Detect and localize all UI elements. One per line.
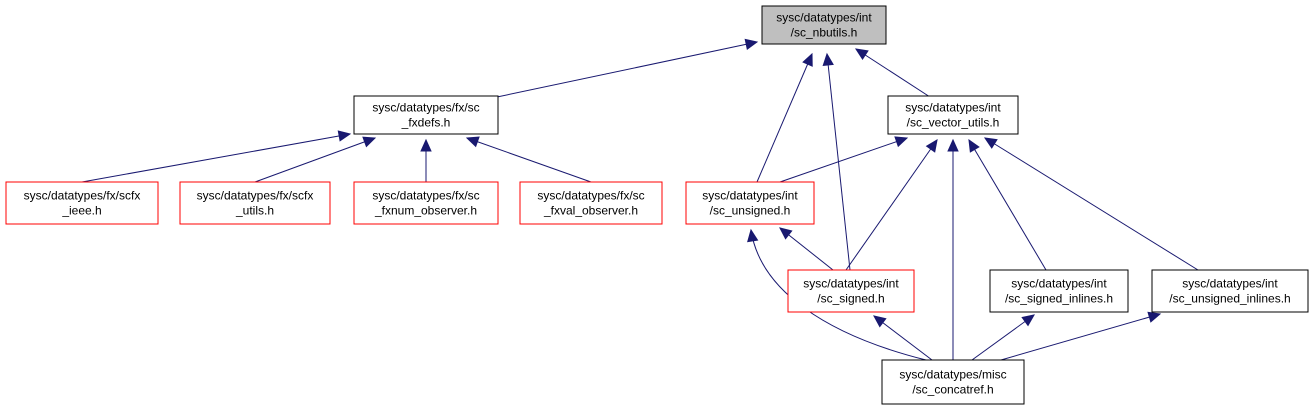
node-concatref[interactable]: sysc/datatypes/misc/sc_concatref.h — [881, 359, 1025, 405]
node-box[interactable] — [353, 95, 499, 135]
arrowhead — [894, 136, 909, 148]
arrowhead — [854, 48, 869, 61]
arrowhead — [362, 136, 377, 148]
node-label-line: sysc/datatypes/int — [776, 11, 872, 25]
node-label-line: /sc_vector_utils.h — [907, 116, 1000, 130]
edge-unsigned-to-vector_utils — [779, 136, 909, 183]
edge-fxnum_observer-to-fxdefs — [420, 138, 432, 182]
node-fxval-observer[interactable]: sysc/datatypes/fx/sc_fxval_observer.h — [519, 181, 663, 225]
node-label-line: _fxval_observer.h — [543, 204, 638, 218]
node-fxnum-observer[interactable]: sysc/datatypes/fx/sc_fxnum_observer.h — [353, 181, 499, 225]
edge-concatref-to-signed_inlines — [971, 314, 1035, 361]
edges-layer — [81, 38, 1199, 361]
node-box[interactable] — [685, 181, 815, 225]
node-scfx-utils[interactable]: sysc/datatypes/fx/scfx_utils.h — [179, 181, 331, 225]
node-box[interactable] — [887, 95, 1019, 135]
arrowhead — [779, 227, 793, 240]
arrowhead — [873, 315, 887, 328]
edge-signed-to-vector_utils — [845, 139, 938, 271]
node-label-line: /sc_signed.h — [817, 292, 884, 306]
arrowhead — [822, 52, 834, 67]
edge-scfx_utils-to-fxdefs — [254, 136, 377, 183]
node-label-line: sysc/datatypes/fx/scfx — [24, 189, 141, 203]
edge-fxval_observer-to-fxdefs — [465, 136, 592, 183]
edge-signed_inlines-to-vector_utils — [968, 138, 1047, 271]
arrowhead — [744, 38, 759, 50]
node-label-line: sysc/datatypes/misc — [899, 368, 1006, 382]
edge-concatref-to-vector_utils — [947, 138, 959, 360]
node-label-line: /sc_nbutils.h — [791, 26, 858, 40]
node-label-line: _fxdefs.h — [401, 116, 451, 130]
edge-fxdefs-to-nbutils — [496, 38, 759, 98]
edge-unsigned-to-nbutils — [756, 52, 813, 183]
node-label-line: sysc/datatypes/int — [1011, 277, 1107, 291]
nodes-layer: sysc/datatypes/int/sc_nbutils.hsysc/data… — [5, 5, 1309, 405]
arrowhead — [747, 228, 759, 243]
node-label-line: _fxnum_observer.h — [374, 204, 477, 218]
edge-signed-to-unsigned — [779, 227, 834, 271]
edge-unsigned_inlines-to-vector_utils — [983, 137, 1199, 271]
node-box[interactable] — [787, 269, 915, 313]
node-signed[interactable]: sysc/datatypes/int/sc_signed.h — [787, 269, 915, 313]
node-label-line: /sc_unsigned_inlines.h — [1169, 292, 1290, 306]
arrowhead — [1147, 311, 1162, 323]
edge-scfx_ieee-to-fxdefs — [81, 130, 352, 183]
node-label-line: sysc/datatypes/int — [702, 189, 798, 203]
node-box[interactable] — [353, 181, 499, 225]
edge-concatref-to-unsigned_inlines — [1000, 311, 1162, 361]
arrowhead — [925, 139, 938, 153]
arrowhead — [420, 138, 432, 152]
node-label-line: _ieee.h — [61, 204, 101, 218]
edge-vector_utils-to-nbutils — [854, 48, 931, 98]
node-box[interactable] — [989, 269, 1129, 313]
arrowhead — [337, 130, 352, 142]
node-label-line: sysc/datatypes/fx/sc — [537, 189, 644, 203]
arrowhead — [802, 52, 813, 67]
node-fxdefs[interactable]: sysc/datatypes/fx/sc_fxdefs.h — [353, 95, 499, 135]
arrowhead — [465, 136, 480, 148]
edge-concatref-to-signed — [873, 315, 933, 361]
node-label-line: /sc_concatref.h — [912, 383, 993, 397]
node-label-line: sysc/datatypes/fx/scfx — [197, 189, 314, 203]
node-vector-utils[interactable]: sysc/datatypes/int/sc_vector_utils.h — [887, 95, 1019, 135]
node-box[interactable] — [1151, 269, 1309, 313]
arrowhead — [968, 138, 980, 153]
node-label-line: sysc/datatypes/int — [905, 101, 1001, 115]
node-box[interactable] — [179, 181, 331, 225]
node-signed-inlines[interactable]: sysc/datatypes/int/sc_signed_inlines.h — [989, 269, 1129, 313]
node-box[interactable] — [761, 5, 887, 45]
node-label-line: sysc/datatypes/fx/sc — [372, 189, 479, 203]
node-unsigned-inlines[interactable]: sysc/datatypes/int/sc_unsigned_inlines.h — [1151, 269, 1309, 313]
arrowhead — [1021, 314, 1035, 327]
node-unsigned[interactable]: sysc/datatypes/int/sc_unsigned.h — [685, 181, 815, 225]
node-box[interactable] — [5, 181, 159, 225]
arrowhead — [947, 138, 959, 152]
node-box[interactable] — [519, 181, 663, 225]
node-label-line: /sc_unsigned.h — [710, 204, 791, 218]
node-label-line: /sc_signed_inlines.h — [1005, 292, 1113, 306]
node-scfx-ieee[interactable]: sysc/datatypes/fx/scfx_ieee.h — [5, 181, 159, 225]
node-label-line: sysc/datatypes/fx/sc — [372, 101, 479, 115]
node-nbutils[interactable]: sysc/datatypes/int/sc_nbutils.h — [761, 5, 887, 45]
node-label-line: sysc/datatypes/int — [803, 277, 899, 291]
arrowhead — [983, 137, 998, 149]
node-label-line: _utils.h — [235, 204, 274, 218]
node-label-line: sysc/datatypes/int — [1182, 277, 1278, 291]
node-box[interactable] — [881, 359, 1025, 405]
